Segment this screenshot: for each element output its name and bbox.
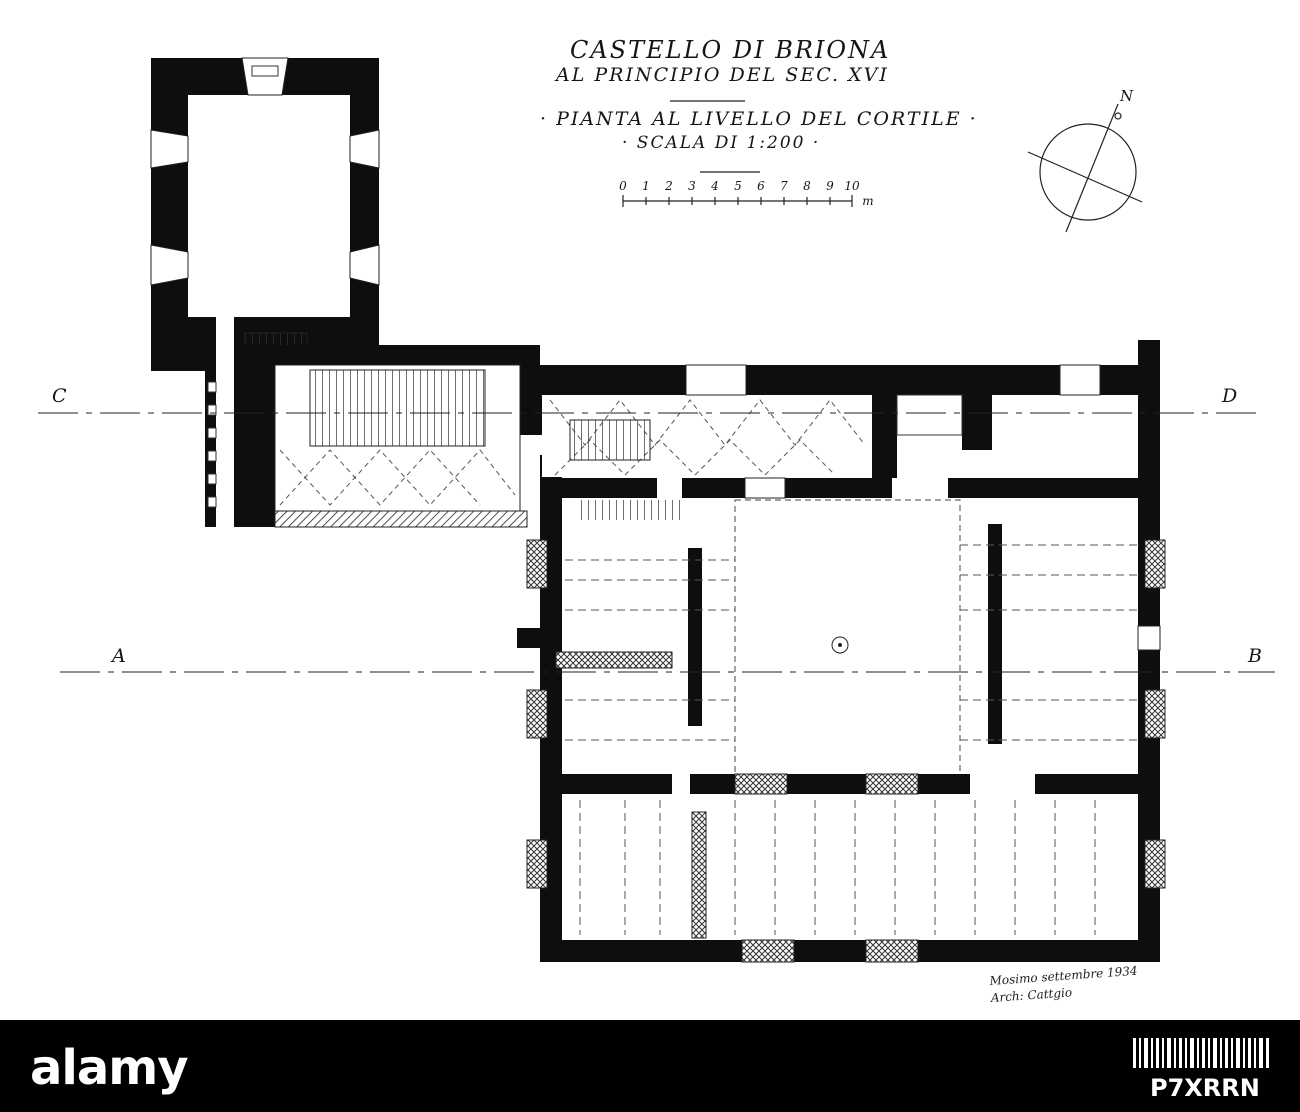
scale-tick-label: 0 [619, 179, 627, 193]
scale-tick-label: 9 [826, 179, 834, 193]
section-label-d: D [1222, 385, 1238, 407]
main-block [517, 340, 1166, 963]
scale-tick-label: 5 [734, 179, 742, 193]
floor-plan-drawing: 0 1 2 3 4 5 6 7 8 9 10 m CASTELLO DI BRI… [38, 36, 1275, 1005]
section-label-a: A [112, 645, 126, 667]
scale-tick-label: 6 [757, 179, 765, 193]
scale-tick-label: 4 [710, 179, 719, 193]
barcode-icon [1133, 1038, 1269, 1068]
floor-plan-svg: 0 1 2 3 4 5 6 7 8 9 10 m [38, 57, 1275, 963]
scale-tick-label: 2 [664, 179, 673, 193]
scale-bar-labels: 0 1 2 3 4 5 6 7 8 9 10 m [619, 179, 874, 208]
plan-level-caption: · PIANTA AL LIVELLO DEL CORTILE · [540, 108, 978, 130]
section-lines [38, 412, 1275, 673]
scale-tick-label: 8 [803, 179, 811, 193]
plan-title: CASTELLO DI BRIONA [570, 36, 891, 64]
plan-scale-caption: · SCALA DI 1:200 · [622, 133, 821, 153]
scale-bar [622, 100, 853, 207]
scale-tick-label: 3 [688, 179, 696, 193]
compass-rose [1027, 103, 1143, 233]
section-label-b: B [1248, 645, 1262, 667]
stock-footer-bar [0, 1020, 1300, 1112]
scale-tick-label: 7 [780, 179, 788, 193]
tower [150, 57, 380, 371]
scale-tick-label: 10 [844, 179, 860, 193]
plan-subtitle: AL PRINCIPIO DEL SEC. XVI [556, 64, 889, 86]
section-label-c: C [52, 385, 67, 407]
west-wing [205, 317, 542, 528]
compass-north-label: N [1120, 87, 1134, 105]
image-id-label: P7XRRN [1150, 1074, 1260, 1102]
alamy-logo: alamy [30, 1040, 189, 1096]
scale-tick-label: 1 [642, 179, 650, 193]
scale-unit: m [862, 194, 873, 208]
